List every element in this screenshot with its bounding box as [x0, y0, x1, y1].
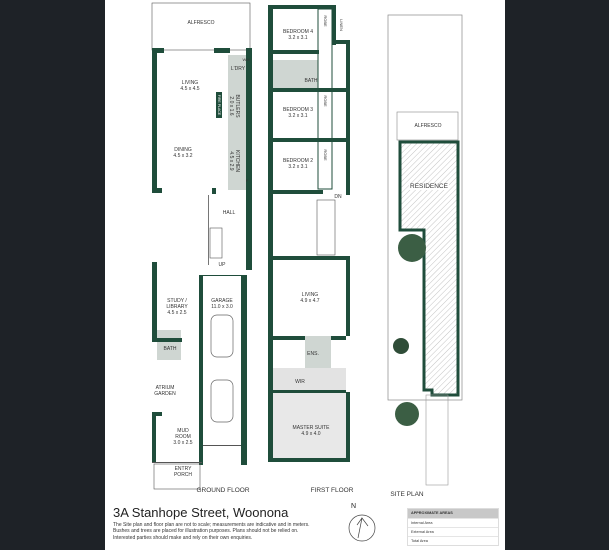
site-plan [387, 14, 463, 486]
room-name: ENTRY [174, 466, 192, 472]
room-size: 11.0 x 3.0 [211, 304, 233, 310]
room-wir: WIR [295, 379, 305, 385]
ground-floor-plan [151, 2, 252, 490]
bush-icon [393, 338, 409, 354]
room-name: DINING [174, 147, 192, 153]
room-size: 3.2 x 3.1 [288, 164, 308, 170]
north-label: N [351, 503, 357, 510]
room-size: 4.5 x 3.2 [173, 153, 193, 159]
first-floor-title: FIRST FLOOR [310, 487, 354, 494]
disclaimer-line: Bushes and trees are placed for illustra… [113, 528, 299, 535]
room-size: 4.9 x 4.7 [300, 298, 320, 304]
room-name: GARDEN [154, 391, 176, 397]
room-hall: HALL [222, 210, 236, 216]
room-alfresco: ALFRESCO [187, 20, 215, 26]
linen-label: LINEN [339, 19, 344, 31]
washing-machine-label: WM [242, 57, 250, 62]
room-name: BUTLERS [234, 94, 240, 118]
disclaimer-line: Interested parties should make and rely … [113, 534, 253, 541]
table-row: Internal Area [408, 518, 498, 527]
north-arrow-icon [348, 514, 376, 542]
room-size: 3.2 x 3.1 [288, 113, 308, 119]
approximate-areas-table: APPROXIMATE AREAS Internal Area External… [407, 508, 499, 546]
table-header: APPROXIMATE AREAS [408, 509, 498, 518]
room-name: KITCHEN [234, 150, 240, 172]
room-size: 3.2 x 3.1 [288, 35, 308, 41]
room-name: BEDROOM 4 [282, 29, 314, 35]
room-name: PORCH [173, 472, 193, 478]
disclaimer-line: The Site plan and floor plan are not to … [113, 522, 310, 528]
table-row: External Area [408, 527, 498, 536]
room-name: BEDROOM 3 [282, 107, 314, 113]
robe-label: ROBE [323, 15, 328, 27]
site-residence: RESIDENCE [409, 183, 449, 190]
bush-icon [395, 402, 419, 426]
room-bath: BATH [163, 346, 177, 352]
room-size: 4.5 x 2.9 [228, 151, 234, 171]
stairs-down-label: DN [334, 194, 342, 200]
room-name: ROOM [175, 434, 191, 440]
room-name: MASTER SUITE [292, 425, 330, 431]
room-name: LIBRARY [166, 304, 188, 310]
tree-icon [398, 234, 426, 262]
room-size: 3.0 x 2.5 [173, 440, 193, 446]
disclaimer: The Site plan and floor plan are not to … [113, 522, 310, 541]
fireplace-label: FIRE PLACE [217, 94, 221, 116]
site-plan-title: SITE PLAN [390, 491, 424, 498]
room-name: BEDROOM 2 [282, 158, 314, 164]
property-address: 3A Stanhope Street, Woonona [113, 505, 289, 520]
room-bath: BATH [304, 78, 318, 84]
ground-floor-title: GROUND FLOOR [196, 487, 250, 494]
room-name: GARAGE [211, 298, 233, 304]
room-size: 4.5 x 4.5 [180, 86, 200, 92]
room-size: 2.0 x 1.6 [228, 96, 234, 116]
fridge-label: F [245, 178, 249, 183]
room-ensuite: ENS. [307, 351, 319, 357]
car-icon [210, 314, 234, 423]
table-row: Total Area [408, 536, 498, 545]
room-name: MUD [177, 428, 189, 434]
robe-label: ROBE [323, 95, 328, 107]
room-size: 4.5 x 2.5 [167, 310, 187, 316]
room-name: LIVING [301, 292, 319, 298]
site-alfresco: ALFRESCO [414, 123, 442, 129]
room-name: ATRIUM [155, 385, 175, 391]
robe-label: ROBE [323, 149, 328, 161]
room-name: STUDY / [167, 298, 187, 304]
room-laundry: L'DRY [230, 66, 246, 72]
room-size: 4.9 x 4.0 [301, 431, 321, 437]
first-floor-plan [268, 5, 350, 462]
room-name: LIVING [181, 80, 199, 86]
stairs-up-label: UP [218, 262, 226, 268]
